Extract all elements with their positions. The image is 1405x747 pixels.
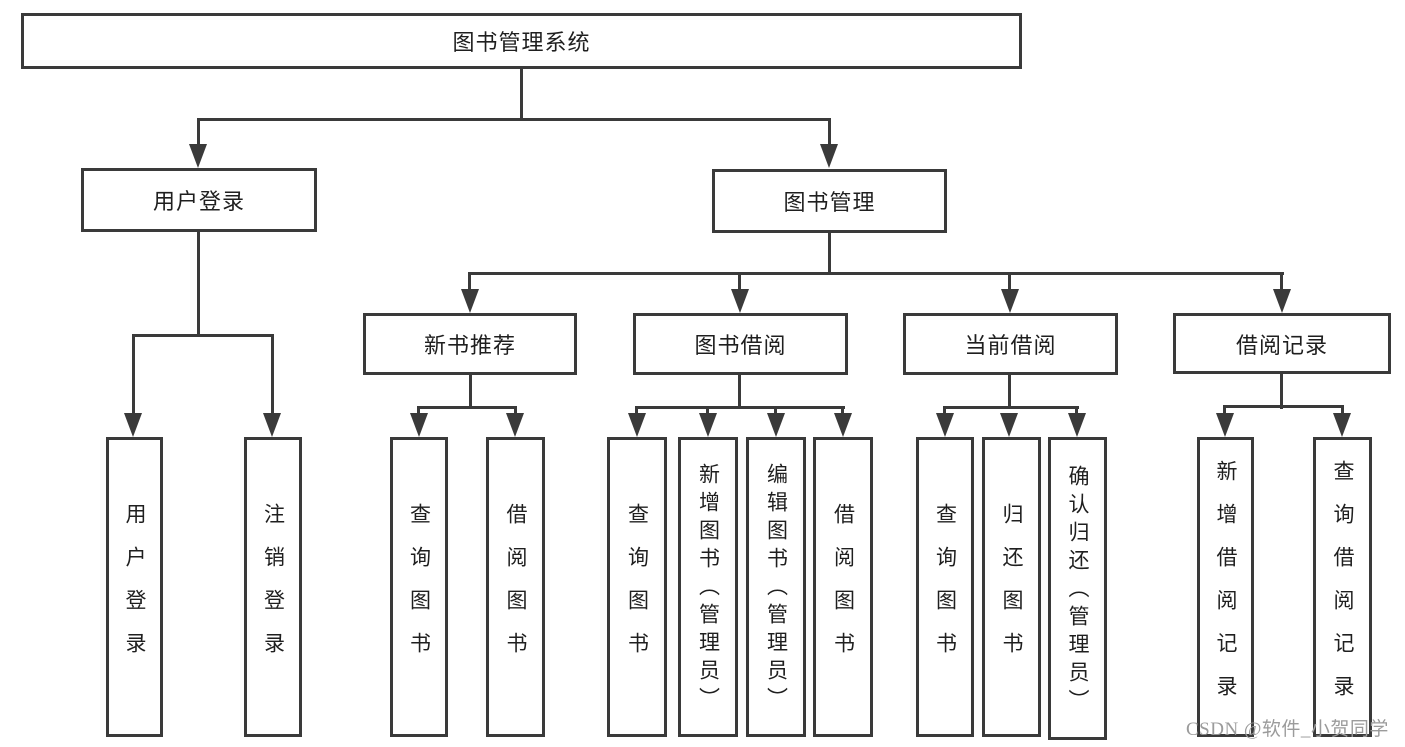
node-current-borrowing: 当前借阅 (903, 313, 1118, 375)
connector-line (738, 272, 741, 292)
connector-line (197, 118, 200, 148)
leaf-add-books-admin: 新增图书（管理员） (678, 437, 738, 737)
connector-line (197, 118, 831, 121)
node-user-login: 用户登录 (81, 168, 317, 232)
leaf-label: 归还图书 (1000, 503, 1024, 675)
connector-line (520, 69, 523, 120)
node-label: 用户登录 (152, 189, 245, 214)
arrow-down-icon (628, 413, 646, 437)
connector-line (469, 272, 1284, 275)
arrow-down-icon (834, 413, 852, 437)
node-label: 图书借阅 (694, 333, 787, 358)
leaf-user-login: 用户登录 (106, 437, 163, 737)
arrow-down-icon (263, 413, 281, 437)
node-borrowing-records: 借阅记录 (1173, 313, 1391, 374)
leaf-query-books: 查询图书 (607, 437, 667, 737)
leaf-label: 查询图书 (933, 503, 958, 675)
connector-line (774, 406, 777, 416)
leaf-label: 确认归还（管理员） (1066, 464, 1090, 717)
arrow-down-icon (1216, 413, 1234, 437)
connector-line (635, 406, 638, 416)
connector-line (1223, 405, 1226, 416)
connector-line (944, 406, 1079, 409)
node-new-book-recommendation: 新书推荐 (363, 313, 577, 375)
connector-line (469, 375, 472, 409)
arrow-down-icon (506, 413, 524, 437)
leaf-query-books: 查询图书 (390, 437, 448, 737)
leaf-add-borrow-record: 新增借阅记录 (1197, 437, 1254, 737)
leaf-label: 注销登录 (261, 503, 286, 675)
connector-line (132, 334, 135, 416)
leaf-label: 查询借阅记录 (1331, 460, 1355, 718)
node-book-management: 图书管理 (712, 169, 947, 233)
connector-line (417, 406, 420, 416)
connector-line (841, 406, 844, 416)
connector-line (828, 118, 831, 148)
connector-line (514, 406, 517, 416)
connector-line (1075, 406, 1078, 416)
leaf-query-books: 查询图书 (916, 437, 974, 737)
connector-line (197, 232, 200, 337)
connector-line (706, 406, 709, 416)
connector-line (1280, 374, 1283, 409)
arrow-down-icon (410, 413, 428, 437)
node-book-borrowing: 图书借阅 (633, 313, 848, 375)
connector-line (943, 406, 946, 416)
node-label: 图书管理 (783, 190, 876, 215)
arrow-down-icon (767, 413, 785, 437)
connector-line (636, 406, 845, 409)
connector-line (1008, 375, 1011, 409)
arrow-down-icon (461, 289, 479, 313)
connector-line (1280, 272, 1283, 292)
connector-line (1008, 272, 1011, 292)
connector-line (1224, 405, 1344, 408)
leaf-confirm-return-admin: 确认归还（管理员） (1048, 437, 1107, 740)
arrow-down-icon (1001, 289, 1019, 313)
arrow-down-icon (124, 413, 142, 437)
arrow-down-icon (820, 144, 838, 168)
node-label: 借阅记录 (1235, 332, 1328, 358)
leaf-label: 新增借阅记录 (1214, 460, 1238, 718)
node-root-label: 图书管理系统 (452, 30, 591, 55)
connector-line (271, 334, 274, 416)
arrow-down-icon (1273, 289, 1291, 313)
arrow-down-icon (936, 413, 954, 437)
leaf-label: 编辑图书（管理员） (764, 463, 789, 715)
watermark: CSDN @软件_小贺同学 (1186, 719, 1389, 740)
leaf-borrow-books: 借阅图书 (486, 437, 545, 737)
leaf-query-borrow-record: 查询借阅记录 (1313, 437, 1372, 737)
leaf-label: 查询图书 (407, 503, 432, 675)
node-label: 当前借阅 (964, 333, 1057, 358)
leaf-label: 新增图书（管理员） (696, 463, 721, 715)
leaf-label: 用户登录 (123, 503, 147, 675)
arrow-down-icon (1068, 413, 1086, 437)
connector-line (132, 334, 274, 337)
arrow-down-icon (699, 413, 717, 437)
arrow-down-icon (1333, 413, 1351, 437)
connector-line (468, 272, 471, 292)
node-label: 新书推荐 (423, 333, 516, 358)
connector-line (738, 375, 741, 409)
node-root: 图书管理系统 (21, 13, 1022, 69)
arrow-down-icon (1000, 413, 1018, 437)
leaf-borrow-books: 借阅图书 (813, 437, 873, 737)
connector-line (828, 233, 831, 275)
leaf-label: 查询图书 (625, 503, 650, 675)
leaf-label: 借阅图书 (831, 503, 856, 675)
leaf-return-books: 归还图书 (982, 437, 1041, 737)
connector-line (1341, 405, 1344, 416)
leaf-edit-books-admin: 编辑图书（管理员） (746, 437, 806, 737)
arrow-down-icon (189, 144, 207, 168)
leaf-label: 借阅图书 (504, 503, 528, 675)
leaf-logout: 注销登录 (244, 437, 302, 737)
arrow-down-icon (731, 289, 749, 313)
connector-line (418, 406, 517, 409)
